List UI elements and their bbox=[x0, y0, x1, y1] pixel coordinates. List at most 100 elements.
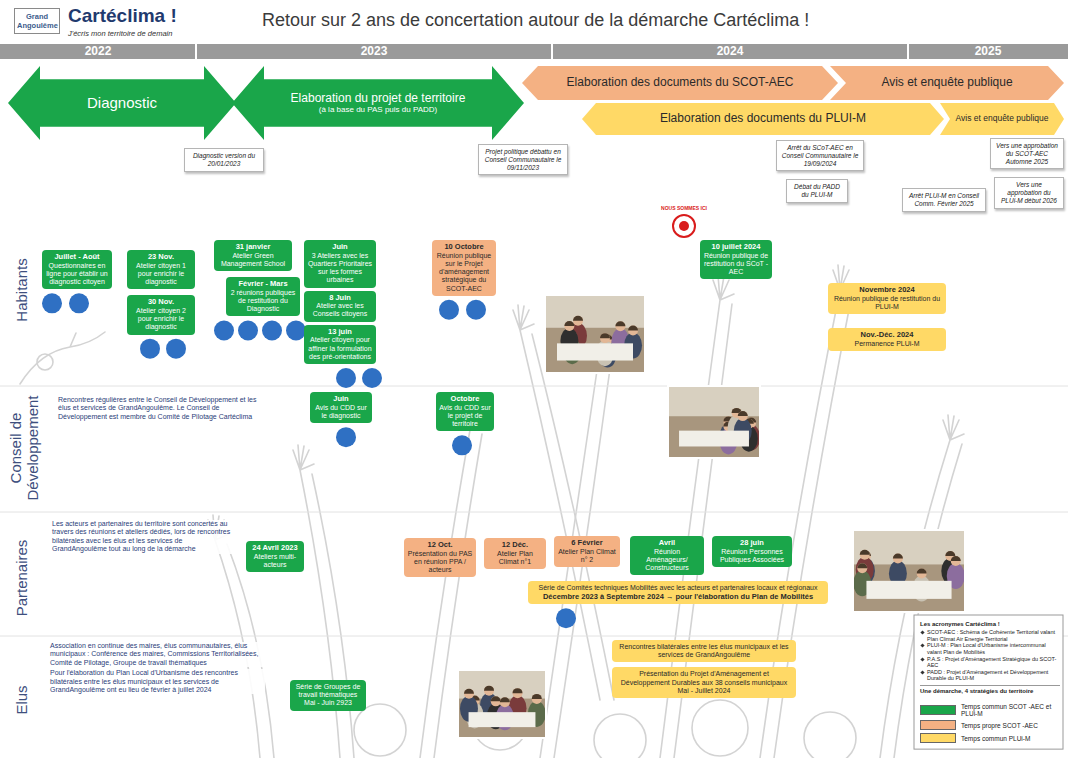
participation-dot bbox=[140, 339, 160, 359]
legend-text: Temps commun SCOT -AEC et PLUi-M bbox=[961, 703, 1060, 717]
node-text: Les acronymes Cartéclima ! bbox=[920, 621, 1060, 628]
photo-ground bbox=[853, 530, 965, 612]
photo-head bbox=[464, 689, 474, 699]
photo-head bbox=[564, 321, 574, 331]
node-text: Réunion Aménageurs/ Constructeurs bbox=[633, 548, 701, 573]
row-description: Rencontres régulières entre le Conseil d… bbox=[58, 396, 263, 421]
photo-head bbox=[513, 688, 523, 698]
node-text: 23 Nov. bbox=[130, 253, 192, 262]
node-text: Présentation du Projet d'Aménagement et … bbox=[615, 670, 793, 695]
milestone-note: Arrêt PLUi-M en Conseil Comm. Février 20… bbox=[902, 188, 986, 212]
node-text: Atelier citoyen 2 pour enrichir le diagn… bbox=[130, 307, 192, 332]
node-text: Rencontres bilatérales entre les élus mu… bbox=[615, 643, 793, 659]
node-text: Atelier Plan Climat n° 2 bbox=[557, 548, 617, 564]
node-text: Réunion publique de restitution du PLUI-… bbox=[831, 295, 943, 311]
row-label: Conseil de Développement bbox=[8, 388, 41, 508]
head-sketch bbox=[692, 700, 748, 756]
node-text: 31 janvier bbox=[217, 243, 289, 252]
event-box: Novembre 2024Réunion publique de restitu… bbox=[828, 283, 946, 314]
event-box: 31 janvierAtelier Green Management Schoo… bbox=[214, 240, 292, 271]
stamp-ring bbox=[673, 215, 695, 237]
node-text: Avis du CDD sur le projet de territoire bbox=[439, 404, 491, 429]
node-text: Elaboration des documents du SCOT-AEC bbox=[567, 76, 794, 90]
event-box: 10 OctobreRéunion publique sur le Projet… bbox=[432, 240, 496, 296]
photo-head bbox=[951, 556, 961, 566]
photo-table bbox=[469, 712, 536, 727]
node-text: Diagnostic version du 20/01/2023 bbox=[189, 152, 259, 168]
milestone-note: Vers une approbation du PLUi-M début 202… bbox=[994, 177, 1064, 208]
participation-dot bbox=[262, 320, 282, 340]
participation-dot bbox=[42, 293, 62, 313]
photo-head bbox=[917, 569, 927, 579]
node-text: Atelier avec les Conseils citoyens bbox=[307, 302, 373, 318]
event-box: Juin3 Ateliers avec les Quartiers Priori… bbox=[304, 240, 376, 288]
photo-border bbox=[458, 670, 546, 738]
photo-hair bbox=[615, 321, 625, 326]
node-text: Diagnostic bbox=[87, 94, 157, 111]
person-sketch bbox=[20, 332, 105, 384]
stamp-text: NOUS SOMMES ICI bbox=[644, 205, 724, 211]
event-box: Rencontres bilatérales entre les élus mu… bbox=[612, 640, 796, 662]
arrow-outline bbox=[940, 103, 1064, 135]
event-box: 12 Oct.Présentation du PAS en réunion PP… bbox=[404, 538, 476, 577]
participation-dot bbox=[466, 300, 486, 320]
photo-hair bbox=[860, 550, 870, 555]
arrow-outline bbox=[830, 66, 1064, 100]
legend-text: Temps commun PLUi-M bbox=[961, 735, 1030, 742]
node-text: 12 Oct. bbox=[407, 541, 473, 550]
row-label: Habitants bbox=[14, 240, 31, 340]
year-label: 2023 bbox=[196, 44, 552, 59]
node-text: Juin bbox=[313, 395, 369, 404]
row-description: Association en continue des maires, élus… bbox=[50, 642, 265, 667]
phase-arrow: Elaboration du projet de territoire(à la… bbox=[232, 66, 524, 140]
node-text: Avril bbox=[633, 539, 701, 548]
photo-hair bbox=[464, 689, 474, 694]
arrow-outline bbox=[232, 66, 524, 140]
row-label: Partenaires bbox=[14, 523, 31, 633]
year-bar bbox=[0, 44, 1068, 59]
photo-head bbox=[484, 686, 494, 696]
photo-table bbox=[679, 431, 749, 447]
node-text: 28 juin bbox=[715, 539, 789, 548]
node-text: 10 juillet 2024 bbox=[703, 243, 769, 252]
photo-head bbox=[860, 550, 870, 560]
event-box: Juillet - AoûtQuestionnaires en ligne po… bbox=[42, 250, 112, 289]
participation-dot bbox=[452, 435, 472, 455]
node-text: Arrêt PLUi-M en Conseil Comm. Février 20… bbox=[907, 192, 981, 208]
node-text: 24 Avril 2023 bbox=[249, 544, 301, 553]
node-text: PLUI-M : Plan Local d'Urbanisme intercom… bbox=[920, 642, 1060, 655]
dots bbox=[42, 293, 576, 628]
participation-dot bbox=[286, 320, 306, 340]
node-text: Elaboration des documents du PLUI-M bbox=[660, 112, 866, 126]
photo-head bbox=[738, 411, 748, 421]
head-sketch bbox=[37, 354, 53, 370]
photo bbox=[545, 295, 645, 373]
row-separator bbox=[0, 386, 1068, 387]
photo-hair bbox=[628, 326, 638, 331]
node-text: 30 Nov. bbox=[130, 298, 192, 307]
row-description: Pour l'élaboration du Plan Local d'Urban… bbox=[50, 669, 265, 694]
node-text: Atelier Plan Climat n°1 bbox=[487, 550, 543, 566]
photo-head bbox=[491, 696, 501, 706]
event-box: Présentation du Projet d'Aménagement et … bbox=[612, 667, 796, 698]
photo bbox=[668, 386, 760, 458]
photo-hair bbox=[564, 321, 574, 326]
node-text: 8 Juin bbox=[307, 294, 373, 303]
head-sketch bbox=[804, 712, 856, 758]
arrow-outline bbox=[522, 66, 838, 100]
node-text: 3 Ateliers avec les Quartiers Prioritair… bbox=[307, 252, 373, 285]
year-divider bbox=[195, 44, 197, 59]
node-text: SCOT-AEC : Schéma de Cohérente Territori… bbox=[920, 629, 1060, 642]
node-text: Juillet - Août bbox=[45, 253, 109, 262]
event-box: OctobreAvis du CDD sur le projet de terr… bbox=[436, 392, 494, 431]
photo bbox=[458, 670, 546, 738]
milestone-note: Diagnostic version du 20/01/2023 bbox=[184, 148, 264, 172]
photo-hair bbox=[857, 563, 867, 568]
node-text: Vers une approbation du PLUi-M début 202… bbox=[999, 181, 1059, 204]
acronym-box: Les acronymes Cartéclima !SCOT-AEC : Sch… bbox=[916, 618, 1064, 699]
row-description: Les acteurs et partenaires du territoire… bbox=[52, 520, 238, 554]
node-text: (à la base du PAS puis du PADD) bbox=[319, 105, 437, 114]
participation-dot bbox=[362, 368, 382, 388]
node-text: 2 réunions publiques de restitution du D… bbox=[229, 289, 297, 314]
